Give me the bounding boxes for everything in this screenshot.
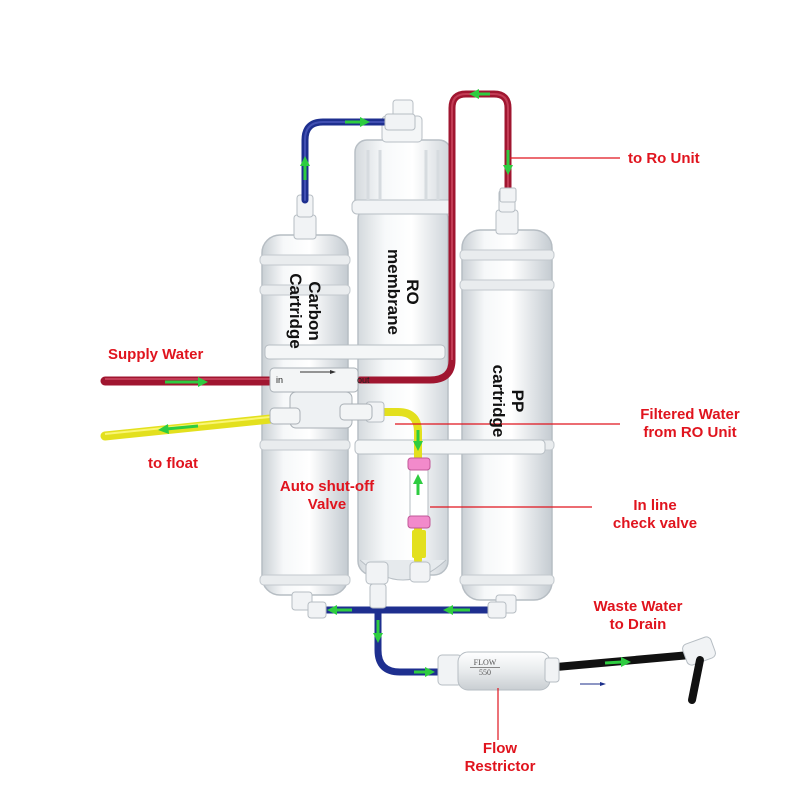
- flow-arrow-check-up: [413, 474, 423, 495]
- flow-arrow-drain-right: [604, 657, 631, 667]
- auto-shutoff-valve: [269, 367, 373, 429]
- flow-restrictor-print-top: FLOW: [473, 658, 497, 667]
- drain-elbow: [682, 636, 716, 704]
- label-flow-restrictor-line2: Restrictor: [464, 758, 536, 775]
- label-supply-water: Supply Water: [108, 346, 204, 363]
- label-flow-restrictor: Flow Restrictor: [465, 740, 536, 776]
- carbon-cartridge-label: Carbon Cartridge: [286, 251, 324, 371]
- pointer-lines: [395, 157, 620, 740]
- flow-arrow-top-right: [345, 117, 370, 127]
- valve-in-mark: in: [276, 375, 284, 385]
- flow-arrow-supply: [165, 377, 208, 387]
- label-to-float: to float: [148, 455, 198, 472]
- flow-arrow-drain-left: [414, 667, 435, 677]
- pp-cartridge-label: PP cartridge: [489, 341, 527, 461]
- flow-arrow-red-up: [469, 89, 490, 99]
- carbon-cartridge-label-line1: Carbon: [305, 281, 324, 341]
- flow-arrow-drain-down: [373, 620, 383, 643]
- ro-membrane-label-line2: membrane: [384, 249, 403, 335]
- carbon-cartridge-label-line2: Cartridge: [286, 273, 305, 349]
- flow-restrictor: [437, 651, 560, 691]
- label-waste-water-line2: to Drain: [609, 616, 667, 633]
- label-auto-shutoff-line1: Auto shut-off: [279, 478, 375, 495]
- ro-membrane-label: RO membrane: [384, 232, 422, 352]
- label-auto-shutoff: Auto shut-off Valve: [280, 478, 374, 514]
- tube-fittings: [307, 113, 517, 619]
- mounting-brackets: [264, 344, 546, 455]
- restrictor-flow-arrow: [580, 682, 606, 686]
- valve-out-mark: out: [357, 375, 370, 385]
- label-inline-check-line2: check valve: [612, 515, 698, 532]
- flow-restrictor-print: FLOW 550: [470, 658, 500, 677]
- flow-arrow-bottom-1: [443, 605, 470, 615]
- flow-arrows: [158, 89, 631, 677]
- pp-cartridge-label-line1: PP: [508, 389, 527, 413]
- flow-arrow-filtered: [413, 430, 423, 451]
- ro-membrane-label-line1: RO: [403, 279, 422, 305]
- label-filtered-water-line2: from RO Unit: [643, 424, 737, 441]
- label-filtered-water-line1: Filtered Water: [640, 406, 740, 423]
- label-waste-water-line1: Waste Water: [593, 598, 683, 615]
- label-auto-shutoff-line2: Valve: [307, 496, 347, 513]
- pp-cartridge-label-line2: cartridge: [489, 364, 508, 438]
- label-to-ro-unit: to Ro Unit: [628, 150, 700, 167]
- flow-arrow-float: [158, 424, 199, 434]
- label-inline-check: In line check valve: [613, 497, 697, 533]
- label-inline-check-line1: In line: [633, 497, 677, 514]
- label-waste-water: Waste Water to Drain: [594, 598, 683, 634]
- flow-arrow-carbon-up: [300, 156, 310, 180]
- flow-arrow-bottom-2: [327, 605, 352, 615]
- label-flow-restrictor-line1: Flow: [482, 740, 518, 757]
- label-filtered-water: Filtered Water from RO Unit: [640, 406, 739, 442]
- flow-arrow-ro-down: [503, 150, 513, 175]
- flow-restrictor-print-value: 550: [470, 667, 500, 677]
